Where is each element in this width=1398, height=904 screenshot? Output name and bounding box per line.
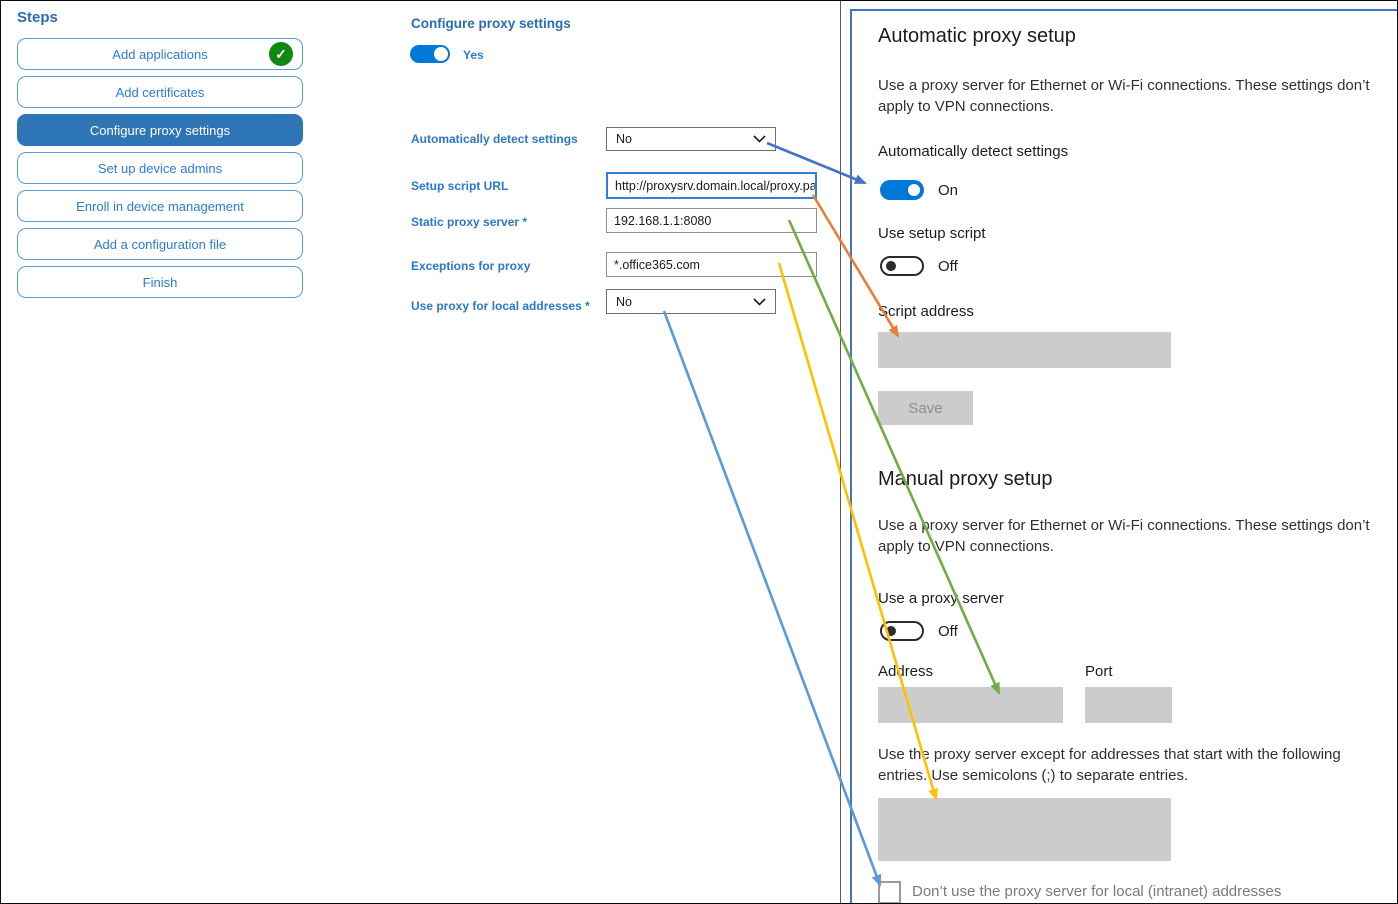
use-setup-script-toggle[interactable] bbox=[880, 256, 924, 276]
windows-proxy-settings-panel: Automatic proxy setup Use a proxy server… bbox=[850, 9, 1397, 903]
local-addresses-field-label: Use proxy for local addresses * bbox=[411, 299, 590, 313]
step-label: Enroll in device management bbox=[76, 198, 244, 214]
address-label: Address bbox=[878, 663, 934, 680]
static-proxy-value: 192.168.1.1:8080 bbox=[614, 213, 712, 228]
proxy-wizard-form: Configure proxy settings Yes Automatical… bbox=[1, 1, 841, 903]
step-label: Add applications bbox=[112, 46, 208, 62]
exceptions-field-label: Exceptions for proxy bbox=[411, 259, 531, 273]
step-button-enroll-in-device-management[interactable]: Enroll in device management bbox=[17, 190, 303, 222]
step-label: Finish bbox=[142, 274, 178, 290]
step-label: Set up device admins bbox=[97, 160, 223, 176]
setup-script-url-value: http://proxysrv.domain.local/proxy.pa bbox=[615, 178, 817, 193]
auto-detect-field-label: Automatically detect settings bbox=[411, 132, 578, 146]
static-proxy-field-label: Static proxy server * bbox=[411, 215, 528, 229]
wizard-heading: Configure proxy settings bbox=[411, 16, 571, 31]
address-input bbox=[878, 687, 1063, 723]
step-button-add-certificates[interactable]: Add certificates bbox=[17, 76, 303, 108]
step-button-finish[interactable]: Finish bbox=[17, 266, 303, 298]
save-button: Save bbox=[878, 391, 973, 425]
completed-check-icon: ✓ bbox=[269, 42, 293, 66]
use-setup-script-toggle-state: Off bbox=[938, 258, 958, 275]
step-button-add-a-configuration-file[interactable]: Add a configuration file bbox=[17, 228, 303, 260]
auto-detect-settings-label: Automatically detect settings bbox=[878, 143, 1069, 160]
use-proxy-server-label: Use a proxy server bbox=[878, 590, 1004, 607]
setup-script-url-input[interactable]: http://proxysrv.domain.local/proxy.pa bbox=[606, 172, 817, 199]
port-label: Port bbox=[1085, 663, 1113, 680]
step-label: Add a configuration file bbox=[93, 236, 227, 252]
step-button-add-applications[interactable]: Add applications ✓ bbox=[17, 38, 303, 70]
static-proxy-input[interactable]: 192.168.1.1:8080 bbox=[606, 208, 817, 233]
exceptions-input[interactable]: *.office365.com bbox=[606, 252, 817, 277]
automatic-proxy-description: Use a proxy server for Ethernet or Wi-Fi… bbox=[878, 77, 1370, 115]
local-intranet-checkbox-label: Don’t use the proxy server for local (in… bbox=[912, 883, 1282, 900]
steps-panel: Steps Add applications ✓ Add certificate… bbox=[17, 9, 303, 304]
auto-detect-toggle-state: On bbox=[938, 182, 959, 199]
step-label: Add certificates bbox=[115, 84, 205, 100]
vertical-divider bbox=[840, 1, 841, 903]
port-input bbox=[1085, 687, 1172, 723]
use-setup-script-label: Use setup script bbox=[878, 225, 986, 242]
exceptions-value: *.office365.com bbox=[614, 257, 700, 272]
local-addresses-select-value: No bbox=[616, 294, 632, 309]
chevron-down-icon bbox=[753, 297, 766, 306]
configure-proxy-toggle[interactable] bbox=[410, 45, 450, 63]
step-label: Configure proxy settings bbox=[89, 122, 231, 138]
step-button-set-up-device-admins[interactable]: Set up device admins bbox=[17, 152, 303, 184]
use-proxy-server-toggle-state: Off bbox=[938, 623, 958, 640]
chevron-down-icon bbox=[753, 135, 766, 143]
script-address-input bbox=[878, 332, 1171, 368]
manual-proxy-description: Use a proxy server for Ethernet or Wi-Fi… bbox=[878, 517, 1370, 555]
step-button-configure-proxy-settings[interactable]: Configure proxy settings bbox=[17, 114, 303, 146]
steps-title: Steps bbox=[17, 9, 58, 26]
local-addresses-select[interactable]: No bbox=[606, 289, 776, 314]
auto-detect-select[interactable]: No bbox=[606, 127, 776, 151]
automatic-proxy-heading: Automatic proxy setup bbox=[878, 25, 1076, 47]
local-intranet-checkbox[interactable] bbox=[878, 881, 901, 903]
proxy-exceptions-description: Use the proxy server except for addresse… bbox=[878, 746, 1341, 784]
auto-detect-select-value: No bbox=[616, 132, 632, 146]
proxy-exceptions-textarea bbox=[878, 798, 1171, 861]
auto-detect-toggle[interactable] bbox=[880, 180, 924, 200]
script-address-label: Script address bbox=[878, 303, 974, 320]
use-proxy-server-toggle[interactable] bbox=[880, 621, 924, 641]
manual-proxy-heading: Manual proxy setup bbox=[878, 468, 1053, 490]
configure-proxy-toggle-label: Yes bbox=[463, 48, 484, 62]
setup-script-url-field-label: Setup script URL bbox=[411, 179, 509, 193]
